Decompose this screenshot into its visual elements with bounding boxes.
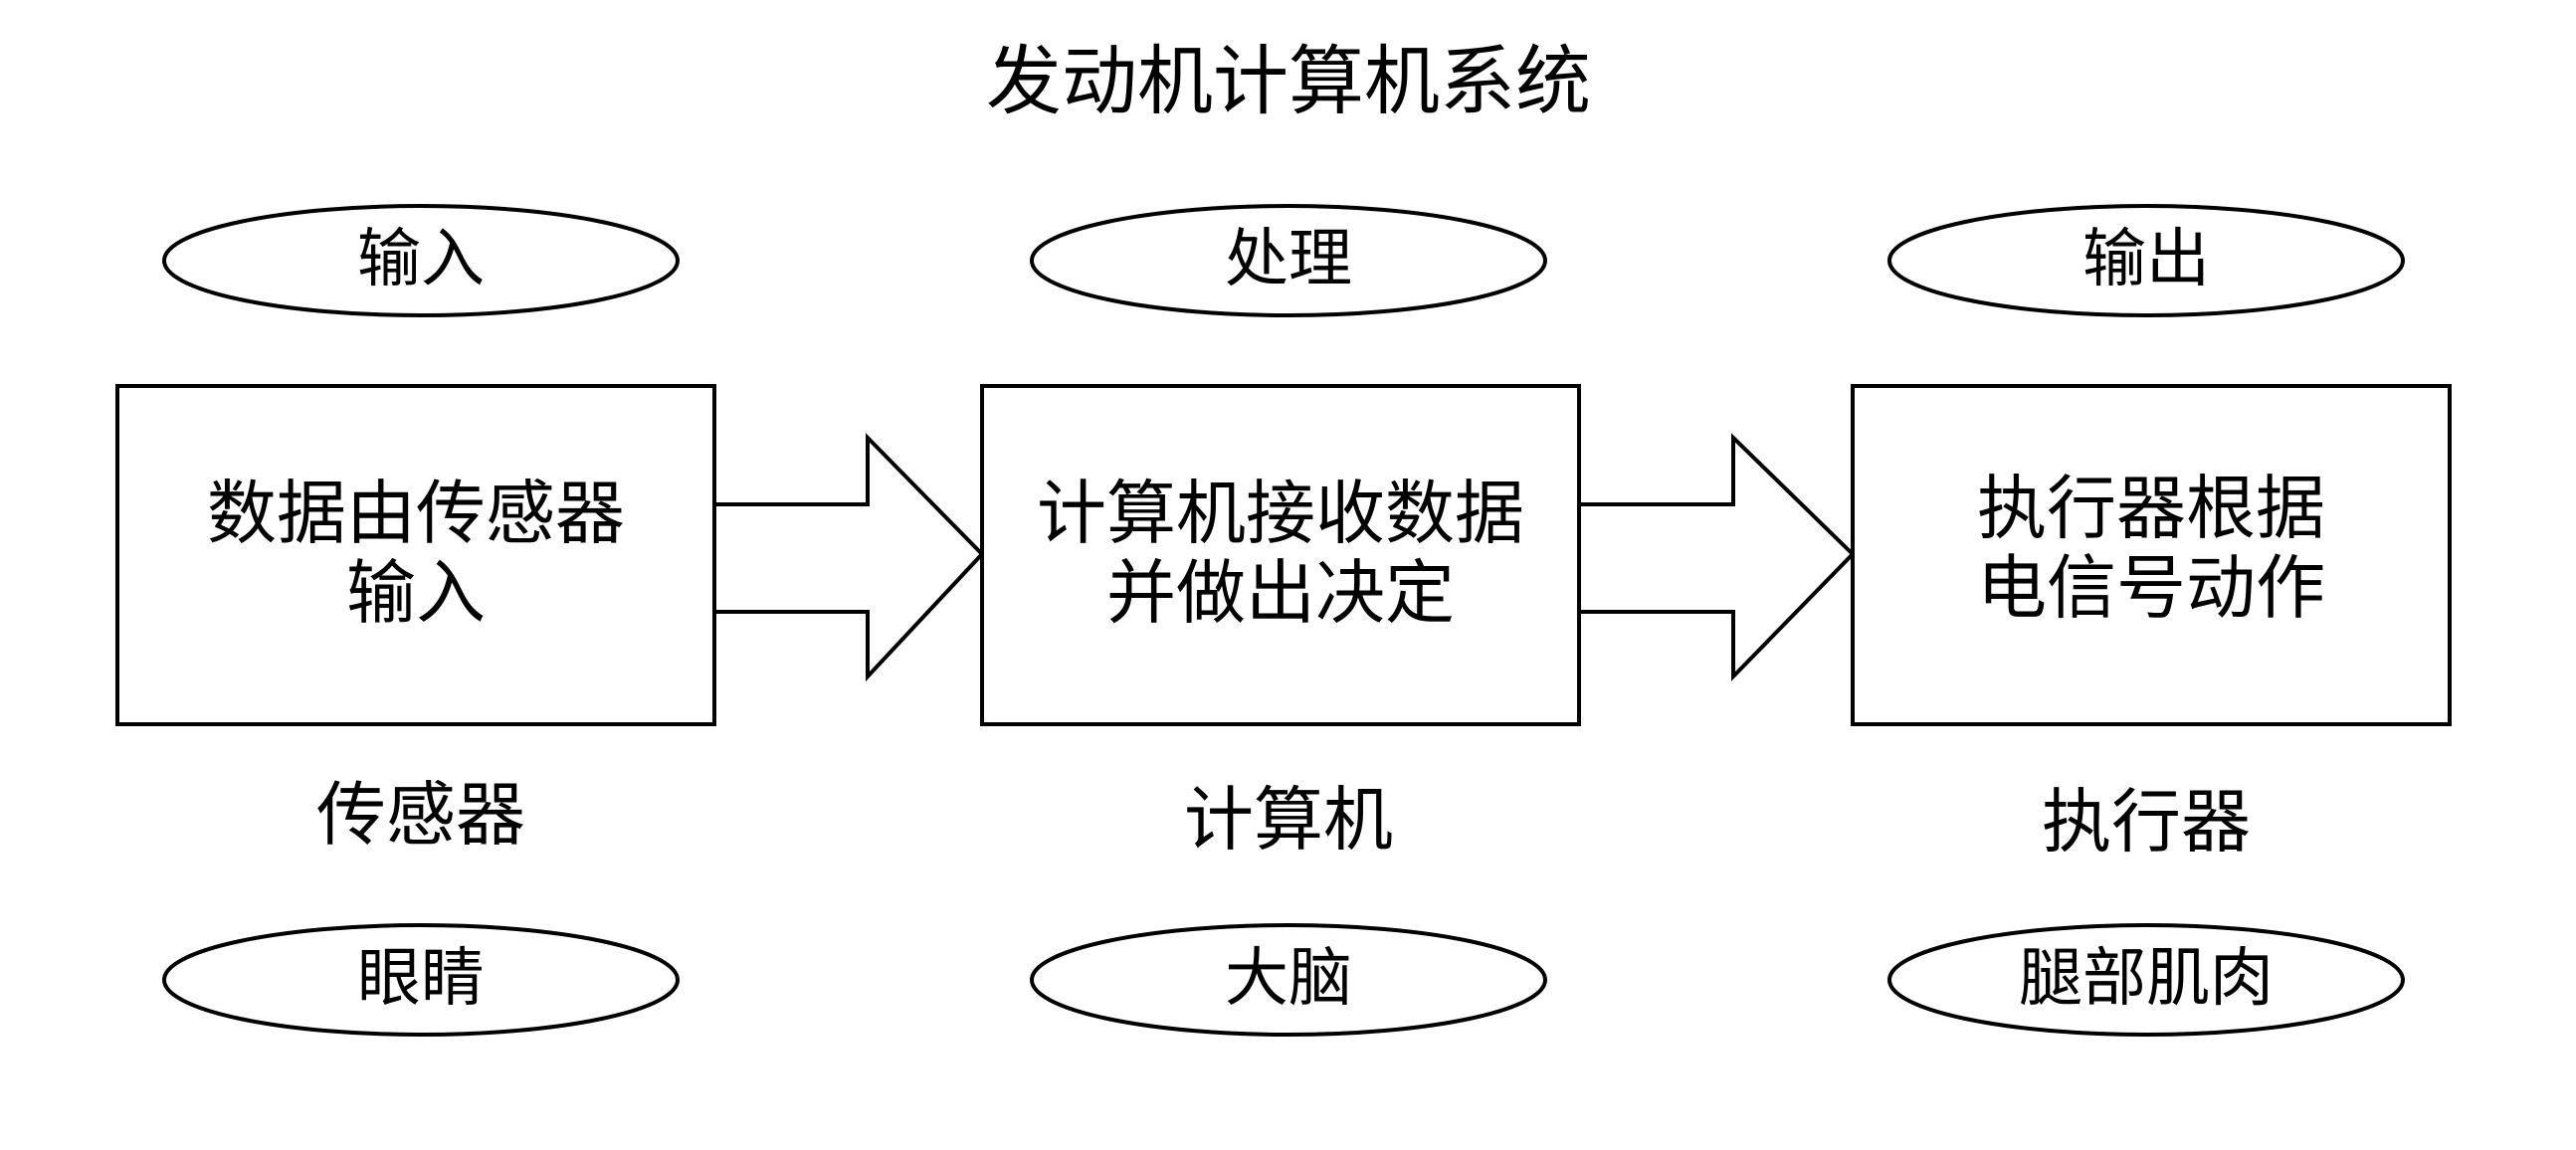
stage-box-text-output-line2: 电信号动作 [1977, 547, 2325, 629]
stage-box-text-input-line2: 输入 [346, 552, 486, 634]
phase-label-processing: 处理 [1225, 223, 1352, 296]
flow-arrow-2 [1577, 433, 1856, 681]
component-label-computer: 计算机 [1184, 779, 1393, 861]
stage-box-text-processing-line2: 并做出决定 [1106, 552, 1455, 634]
phase-ellipse-output [1887, 204, 2405, 317]
stage-input: 输入 数据由传感器 输入 传感器 眼睛 [115, 204, 716, 1037]
stage-box-text-input-line1: 数据由传感器 [207, 473, 625, 554]
analogy-label-leg-muscles: 腿部肌肉 [2019, 942, 2274, 1016]
stage-box-processing [980, 384, 1581, 726]
stage-output: 输出 执行器根据 电信号动作 执行器 腿部肌肉 [1851, 204, 2452, 1037]
stage-box-text-processing-line1: 计算机接收数据 [1037, 473, 1524, 554]
stage-box-output [1851, 384, 2452, 726]
component-label-sensor: 传感器 [316, 774, 525, 856]
diagram-title: 发动机计算机系统 [986, 37, 1591, 125]
phase-label-output: 输出 [2082, 223, 2210, 296]
analogy-ellipse-processing [1030, 923, 1547, 1037]
stage-box-text-output-line1: 执行器根据 [1977, 468, 2325, 549]
component-label-actuator: 执行器 [2042, 781, 2251, 862]
analogy-label-eyes: 眼睛 [357, 942, 485, 1016]
analogy-label-brain: 大脑 [1225, 942, 1352, 1016]
stage-box-input [115, 384, 716, 726]
phase-ellipse-processing [1030, 204, 1547, 317]
stage-processing: 处理 计算机接收数据 并做出决定 计算机 大脑 [980, 204, 1581, 1037]
phase-label-input: 输入 [357, 223, 485, 296]
analogy-ellipse-input [162, 923, 680, 1037]
phase-ellipse-input [162, 204, 680, 317]
flow-arrow-1 [712, 433, 985, 682]
analogy-ellipse-output [1887, 923, 2405, 1037]
